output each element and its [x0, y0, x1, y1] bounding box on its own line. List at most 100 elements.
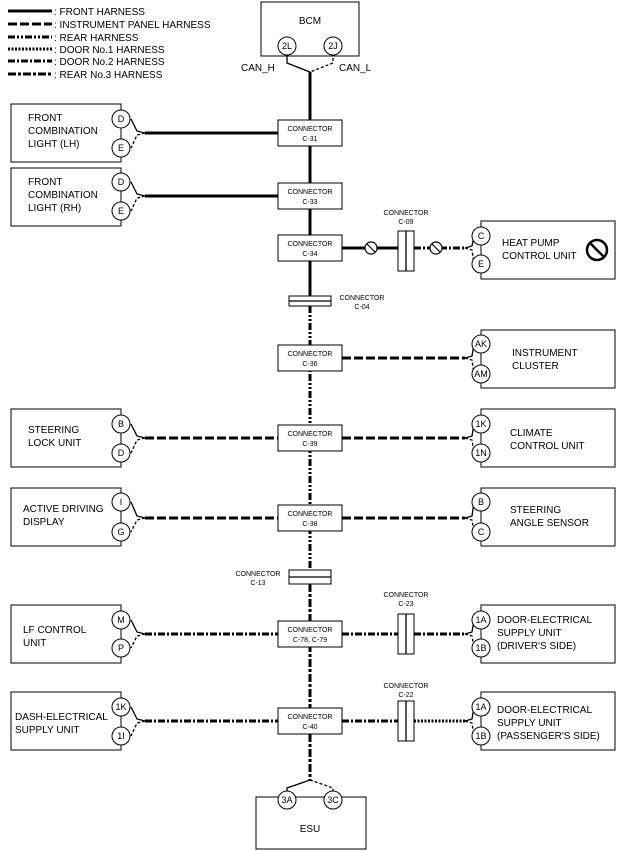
unit-label-line: CLIMATE: [510, 428, 553, 439]
unit-label-line: LIGHT (RH): [28, 203, 81, 214]
connector-c39-label: CONNECTOR: [288, 431, 333, 438]
unit-label-line: ACTIVE DRIVING: [23, 504, 104, 515]
pin-label: AM: [474, 369, 488, 379]
connector-c22-label: CONNECTOR: [384, 683, 429, 690]
connector-c36-label: CONNECTOR: [288, 351, 333, 358]
connector-c38-label: CONNECTOR: [288, 511, 333, 518]
connector-c33-label: CONNECTOR: [288, 189, 333, 196]
pin: [111, 610, 131, 630]
connector-c34-id: C-34: [302, 251, 317, 258]
pin-label: E: [118, 143, 124, 153]
unit-label-line: UNIT: [23, 638, 46, 649]
esu-pin-3c: [323, 790, 343, 810]
no-entry-icon: [429, 241, 443, 255]
unit-label-line: DASH-ELECTRICAL: [15, 712, 108, 723]
unit-label-line: STEERING: [510, 505, 561, 516]
pin: [471, 522, 491, 542]
unit-label-line: HEAT PUMP: [502, 238, 560, 249]
pin: [471, 254, 491, 274]
esu-unit: 3A 3C ESU: [255, 790, 367, 850]
pin-label: 1A: [475, 702, 486, 712]
pin-label: 1A: [475, 615, 486, 625]
pin: [471, 334, 491, 354]
connector-c31: [277, 119, 343, 147]
pin: [111, 109, 131, 129]
pin-label: AK: [475, 339, 487, 349]
unit-label-line: CONTROL UNIT: [502, 251, 577, 262]
pin: [111, 172, 131, 192]
connector-c38-id: C-38: [302, 521, 317, 528]
wires: [130, 53, 475, 795]
pin: [111, 443, 131, 463]
pin-label: D: [118, 114, 125, 124]
legend-door-1: : DOOR No.1 HARNESS: [54, 45, 165, 56]
pin-label: B: [478, 497, 484, 507]
connector-c78-label: CONNECTOR: [288, 627, 333, 634]
connector-c39: [277, 424, 343, 452]
can-l-label: CAN_L: [339, 63, 372, 74]
unit-label-line: COMBINATION: [28, 126, 98, 137]
can-h-label: CAN_H: [241, 63, 275, 74]
steering-angle-sensor: STEERING ANGLE SENSOR B C: [471, 487, 616, 547]
unit-label-line: SUPPLY UNIT: [15, 725, 80, 736]
pin-label: 1K: [115, 702, 126, 712]
connector-c78-id: C-78, C-79: [293, 637, 327, 644]
prohibited-icon: [585, 238, 609, 262]
pin: [111, 726, 131, 746]
pin-label: E: [478, 259, 484, 269]
connector-c13-label: CONNECTOR: [236, 571, 281, 578]
pin-label: I: [120, 497, 123, 507]
connector-c78-c79: [277, 620, 343, 648]
unit-label-line: SUPPLY UNIT: [497, 718, 562, 729]
right-units: HEAT PUMP CONTROL UNIT C E INSTRUMENT CL…: [471, 220, 616, 751]
connector-c23-id: C-23: [398, 601, 413, 608]
unit-label-line: ANGLE SENSOR: [510, 518, 589, 529]
legend-door-2: : DOOR No.2 HARNESS: [54, 57, 165, 68]
branch-connectors: CONNECTOR C-09 CONNECTOR C-23 CONNECTOR …: [384, 210, 429, 742]
connector-c31-label: CONNECTOR: [288, 126, 333, 133]
pin-label: 1B: [475, 643, 486, 653]
unit-label-line: CONTROL UNIT: [510, 441, 585, 452]
heat-pump-control-unit: HEAT PUMP CONTROL UNIT C E: [471, 220, 616, 280]
esu-pin-3c-label: 3C: [327, 795, 339, 805]
pin-label: C: [478, 527, 485, 537]
connector-c40: [277, 707, 343, 735]
climate-control-unit: CLIMATE CONTROL UNIT 1K 1N: [471, 408, 616, 468]
lf-control-unit: LF CONTROL UNIT M P: [10, 604, 131, 664]
left-forks: [130, 118, 146, 737]
pin-label: C: [478, 231, 485, 241]
pin: [471, 492, 491, 512]
pin: [111, 697, 131, 717]
connector-c34: [277, 234, 343, 262]
steering-lock-unit: STEERING LOCK UNIT B D: [10, 408, 131, 468]
pin-label: D: [118, 177, 125, 187]
connector-c09-id: C-09: [398, 219, 413, 226]
front-combination-light-lh: FRONT COMBINATION LIGHT (LH) D E: [10, 103, 131, 163]
bcm-pin-2j: [323, 36, 343, 56]
pin: [471, 697, 491, 717]
bcm-title: BCM: [299, 16, 321, 27]
pin: [471, 414, 491, 434]
connector-c36-id: C-36: [302, 361, 317, 368]
connector-c38: [277, 504, 343, 532]
pin-label: 1K: [475, 419, 486, 429]
unit-label-line: SUPPLY UNIT: [497, 628, 562, 639]
connector-c22-id: C-22: [398, 692, 413, 699]
bcm-pin-2j-label: 2J: [328, 41, 338, 51]
unit-label-line: COMBINATION: [28, 190, 98, 201]
legend-rear-3: : REAR No.3 HARNESS: [54, 70, 163, 81]
pin: [111, 492, 131, 512]
connector-c04-label: CONNECTOR: [340, 295, 385, 302]
bcm-pin-2l: [277, 36, 297, 56]
pin-label: P: [118, 643, 124, 653]
esu-title: ESU: [300, 824, 321, 835]
active-driving-display: ACTIVE DRIVING DISPLAY I G: [10, 487, 131, 547]
connector-c04-id: C-04: [354, 304, 369, 311]
bcm-unit: BCM 2L 2J CAN_H CAN_L: [241, 1, 372, 74]
legend: : FRONT HARNESS : INSTRUMENT PANEL HARNE…: [8, 7, 211, 81]
connector-c31-id: C-31: [302, 136, 317, 143]
pin: [471, 638, 491, 658]
pin-label: 1B: [475, 731, 486, 741]
legend-instrument-panel: : INSTRUMENT PANEL HARNESS: [54, 20, 211, 31]
